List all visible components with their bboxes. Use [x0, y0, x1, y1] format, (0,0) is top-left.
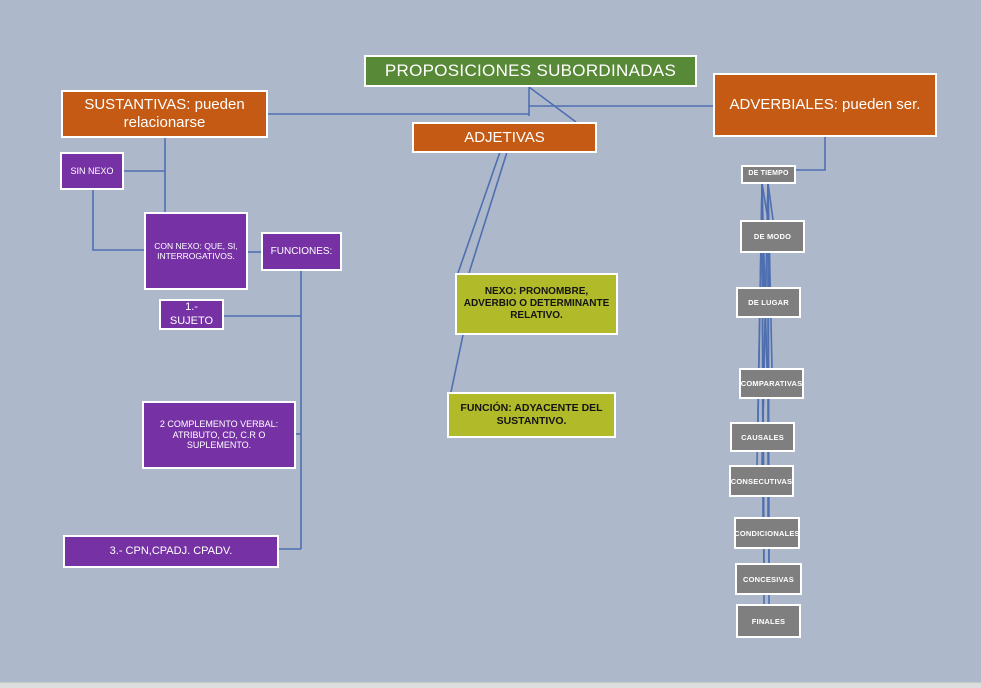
cpn-cpadj-cpadv-node: 3.- CPN,CPADJ. CPADV.: [63, 535, 279, 568]
title-node: PROPOSICIONES SUBORDINADAS: [364, 55, 697, 87]
slide-bottom-strip: [0, 682, 981, 688]
type-condicionales-node: CONDICIONALES: [734, 517, 800, 549]
type-finales-node: FINALES: [736, 604, 801, 638]
con-nexo-node: CON NEXO: QUE, SI, INTERROGATIVOS.: [144, 212, 248, 290]
sustantivas-node: SUSTANTIVAS: pueden relacionarse: [61, 90, 268, 138]
type-de-lugar-node: DE LUGAR: [736, 287, 801, 318]
type-de-modo-node: DE MODO: [740, 220, 805, 253]
nexo-note-node: NEXO: PRONOMBRE, ADVERBIO O DETERMINANTE…: [455, 273, 618, 335]
sujeto-node: 1.- SUJETO: [159, 299, 224, 330]
funcion-note-node: FUNCIÓN: ADYACENTE DEL SUSTANTIVO.: [447, 392, 616, 438]
adverbiales-node: ADVERBIALES: pueden ser.: [713, 73, 937, 137]
type-comparativas-node: COMPARATIVAS: [739, 368, 804, 399]
funciones-node: FUNCIONES:: [261, 232, 342, 271]
adjetivas-node: ADJETIVAS: [412, 122, 597, 153]
type-consecutivas-node: CONSECUTIVAS: [729, 465, 794, 497]
type-de-tiempo-node: DE TIEMPO: [741, 165, 796, 184]
complemento-verbal-node: 2 COMPLEMENTO VERBAL: ATRIBUTO, CD, C.R …: [142, 401, 296, 469]
type-causales-node: CAUSALES: [730, 422, 795, 452]
sin-nexo-node: SIN NEXO: [60, 152, 124, 190]
type-concesivas-node: CONCESIVAS: [735, 563, 802, 595]
